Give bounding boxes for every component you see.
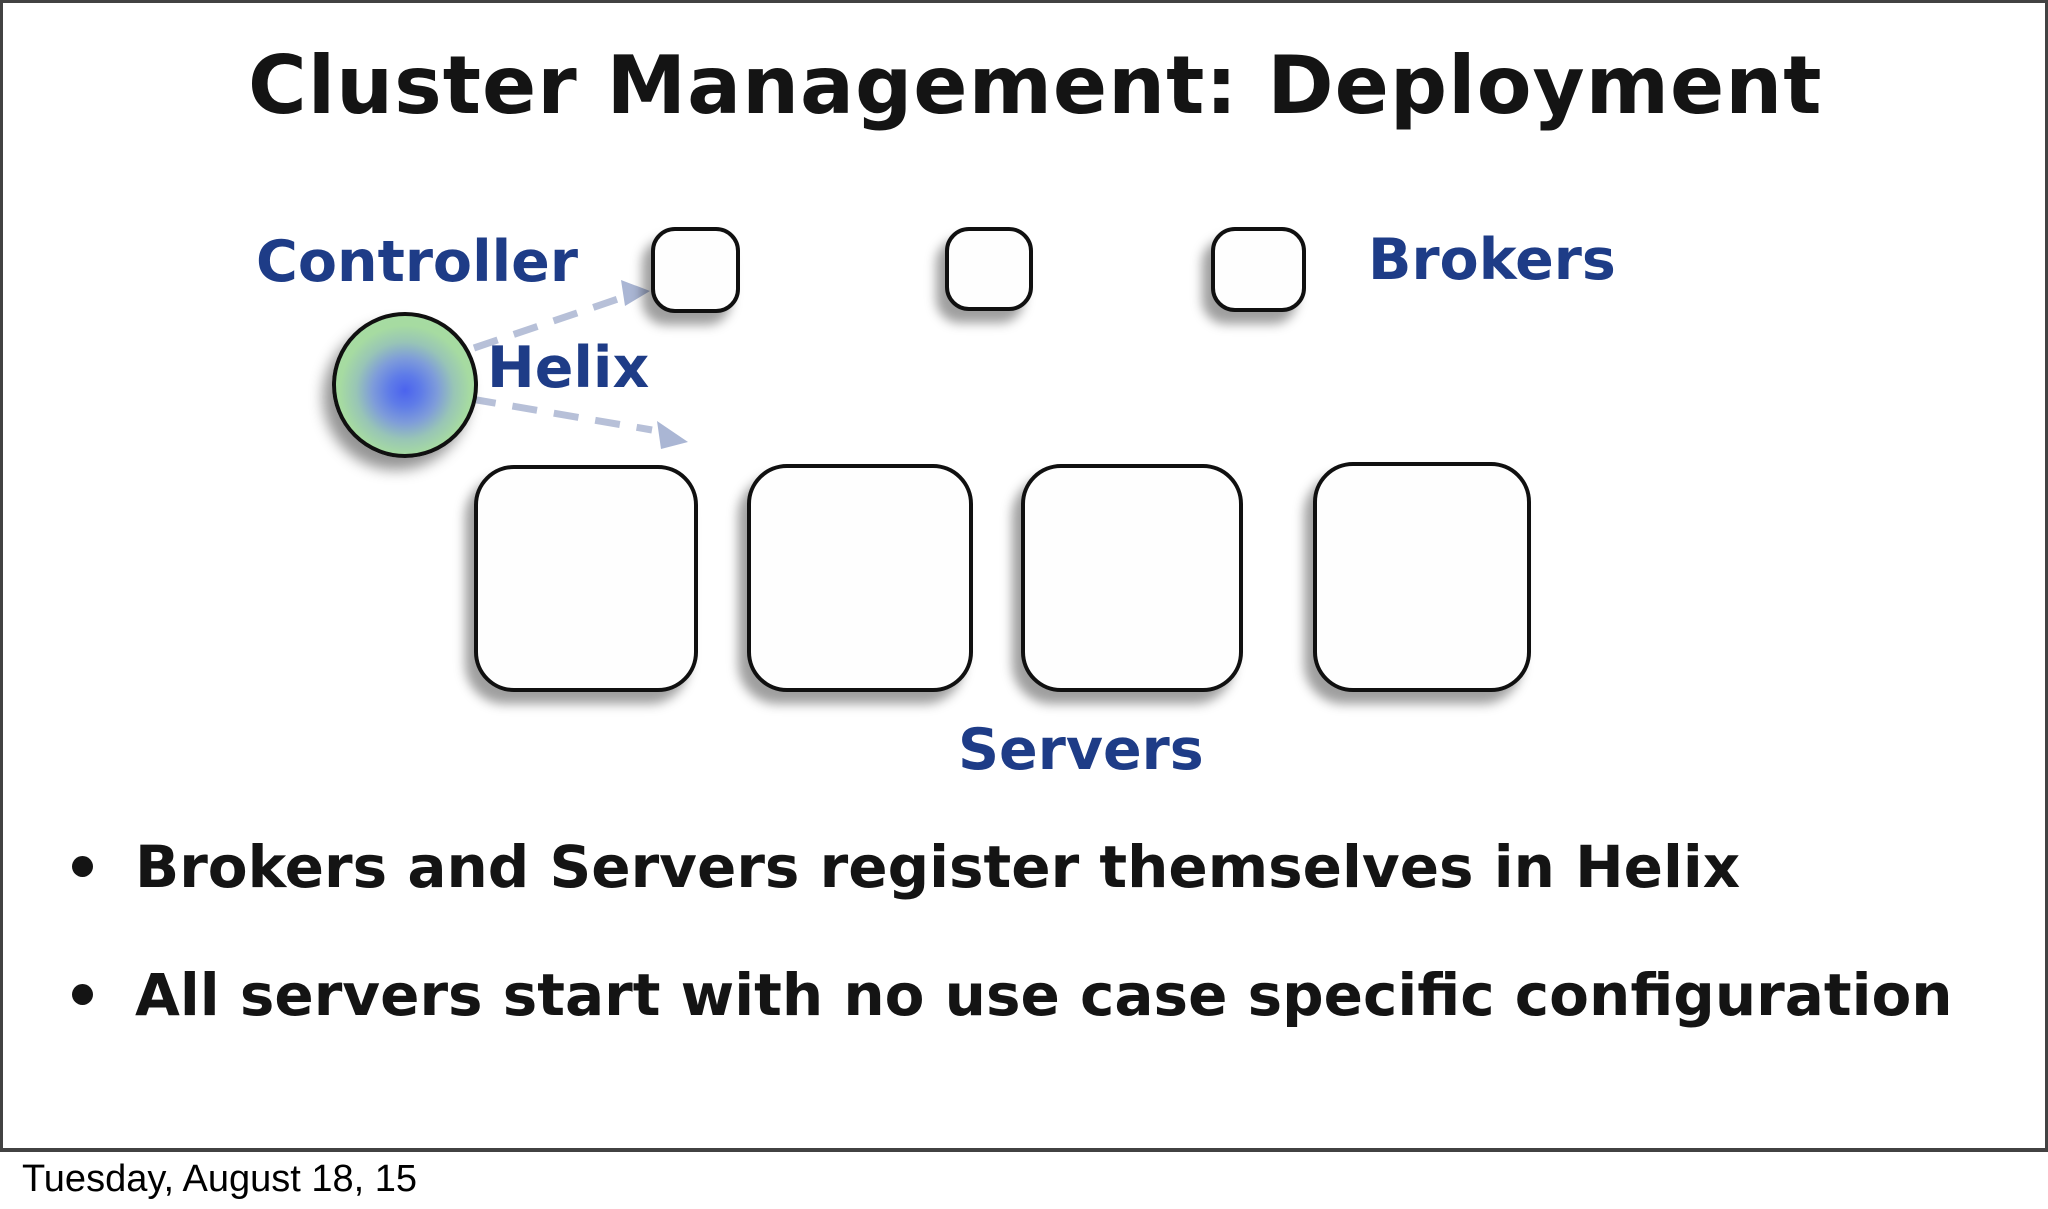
footer-date: Tuesday, August 18, 15 xyxy=(22,1158,418,1200)
bullet-dot xyxy=(72,984,93,1005)
bullet-item: Brokers and Servers register themselves … xyxy=(62,828,1740,906)
bullet-text: Brokers and Servers register themselves … xyxy=(135,833,1741,901)
servers-label: Servers xyxy=(958,717,1204,783)
server-node xyxy=(474,465,698,692)
server-node xyxy=(1021,464,1243,692)
broker-node xyxy=(1211,227,1306,312)
bullet-text: All servers start with no use case speci… xyxy=(135,961,1953,1029)
broker-node xyxy=(651,227,740,313)
bullet-dot xyxy=(72,856,93,877)
slide-title: Cluster Management: Deployment xyxy=(248,39,1823,132)
server-node xyxy=(747,464,973,692)
server-node xyxy=(1313,462,1531,692)
bullet-item: All servers start with no use case speci… xyxy=(62,956,1953,1034)
helix-label: Helix xyxy=(487,335,650,401)
helix-controller-node xyxy=(332,312,478,458)
controller-label: Controller xyxy=(256,229,578,295)
broker-node xyxy=(945,227,1033,311)
brokers-label: Brokers xyxy=(1368,227,1616,293)
